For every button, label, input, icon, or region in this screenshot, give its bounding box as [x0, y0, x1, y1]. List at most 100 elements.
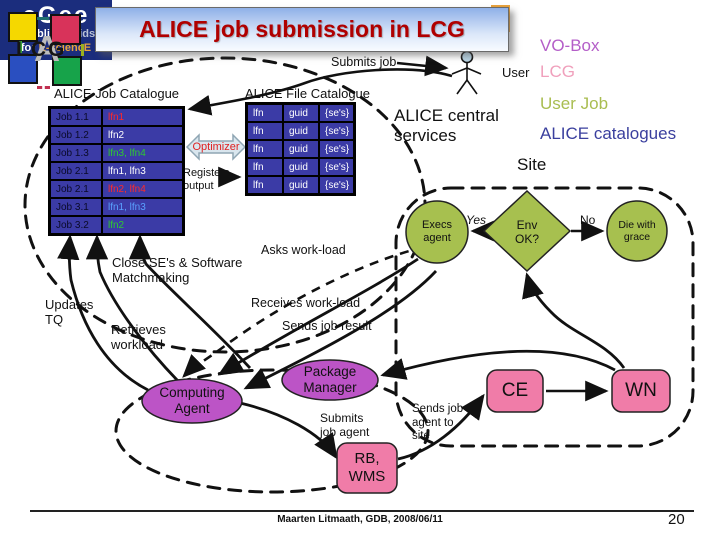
- rb-wms-box: [336, 442, 398, 494]
- ses-cell: {se's}: [319, 158, 354, 176]
- lfn-cell: lfn: [247, 104, 283, 122]
- computing-agent-label: Computing Agent: [159, 385, 225, 416]
- arrow-rb-to-ce: [397, 393, 485, 461]
- lcg-logo-accent-glyph: A: [34, 28, 60, 69]
- lcg-logo-yellow-square: [8, 12, 38, 42]
- ses-cell: {se's}: [319, 122, 354, 140]
- arrow-user-to-jobcatalogue: [187, 68, 453, 116]
- lcg-logo-green-square: [52, 56, 82, 86]
- footer-credit: Maarten Litmaath, GDB, 2008/06/11: [277, 514, 443, 525]
- optimizer-label: Optimizer: [192, 141, 240, 153]
- die-with-grace-label: Die with grace: [618, 218, 656, 243]
- egee-for-text: for: [20, 42, 39, 54]
- job-catalogue-title: ALICE Job Catalogue: [54, 86, 180, 101]
- guid-cell: guid: [283, 158, 319, 176]
- die-with-grace-circle: [606, 200, 668, 262]
- lfn-cell: lfn2: [102, 216, 183, 234]
- envok-diamond: [482, 189, 572, 273]
- rb-wms-label: RB, WMS: [348, 450, 386, 485]
- ses-cell: {se's}: [319, 104, 354, 122]
- table-row: Job 3.2 lfn2: [50, 216, 183, 234]
- legend-lcg: LCG: [540, 62, 575, 81]
- job-cell: Job 1.2: [50, 126, 102, 144]
- file-catalogue-table: lfn guid {se's} lfn guid {se's} lfn guid…: [245, 102, 356, 196]
- job-cell: Job 3.1: [50, 198, 102, 216]
- lfn-cell: lfn2, lfn4: [102, 180, 183, 198]
- guid-cell: guid: [283, 122, 319, 140]
- ce-label: CE: [501, 379, 529, 401]
- guid-cell: guid: [283, 104, 319, 122]
- job-cell: Job 1.3: [50, 144, 102, 162]
- file-catalogue-title: ALICE File Catalogue: [245, 86, 371, 101]
- table-row: lfn guid {se's}: [247, 104, 354, 122]
- arrow-asks-workload: [182, 245, 425, 378]
- lcg-logo-red-square: [50, 14, 81, 45]
- arrow-retrieves-workload: [85, 234, 180, 382]
- job-catalogue-table: Job 1.1 lfn1 Job 1.2 lfn2 Job 1.3 lfn3, …: [48, 106, 185, 236]
- lfn-cell: lfn2: [102, 126, 183, 144]
- execs-agent-label: Execs agent: [422, 219, 452, 244]
- table-row: Job 2.1 lfn1, lfn3: [50, 162, 183, 180]
- arrow-wn-to-envok: [522, 272, 626, 369]
- arrow-submits-job: [396, 55, 449, 77]
- submits-job-label: Submits job: [331, 55, 397, 69]
- vobox-boundary: [114, 368, 430, 494]
- lfn-cell: lfn1: [102, 108, 183, 126]
- ses-cell: {se's}: [319, 140, 354, 158]
- footer-divider: [30, 510, 694, 512]
- lfn-cell: lfn3, lfn4: [102, 144, 183, 162]
- legend-user-job: User Job: [540, 94, 609, 113]
- arrow-sends-job-result: [243, 270, 438, 390]
- arrow-wn-to-packagemanager: [380, 349, 616, 380]
- job-cell: Job 1.1: [50, 108, 102, 126]
- computing-agent-ellipse: [141, 378, 243, 424]
- envok-label: Env OK?: [514, 217, 539, 246]
- table-row: lfn guid {se's}: [247, 176, 354, 194]
- lfn-cell: lfn1, lfn3: [102, 162, 183, 180]
- registers-output-label: Registers output: [183, 167, 230, 192]
- arrow-receives-workload: [217, 257, 419, 376]
- lcg-logo-dash-top: [37, 17, 49, 20]
- job-cell: Job 2.1: [50, 180, 102, 198]
- title-bar: ALICE job submission in LCG: [95, 7, 509, 52]
- table-row: Job 2.1 lfn2, lfn4: [50, 180, 183, 198]
- job-cell: Job 2.1: [50, 162, 102, 180]
- table-row: lfn guid {se's}: [247, 140, 354, 158]
- user-figure: [451, 50, 482, 95]
- wn-box: [611, 369, 671, 413]
- egee-logo-line2: for E-sciencE: [21, 42, 91, 56]
- guid-cell: guid: [283, 176, 319, 194]
- lcg-logo-dash-left: [19, 41, 22, 53]
- site-boundary: [394, 186, 695, 448]
- wn-label: WN: [625, 379, 657, 401]
- sends-job-result-label: Sends job result: [282, 319, 372, 333]
- site-label: Site: [517, 155, 547, 174]
- lcg-logo-dash-bottom: [37, 86, 50, 89]
- package-manager-ellipse: [281, 359, 379, 401]
- receives-workload-label: Receives work-load: [251, 296, 361, 310]
- page-title: ALICE job submission in LCG: [139, 16, 465, 42]
- central-services-label: ALICE central services: [394, 106, 499, 146]
- egee-escience-text: E-sciencE: [38, 42, 92, 54]
- lfn-cell: lfn1, lfn3: [102, 198, 183, 216]
- lcg-logo: A LCG: [4, 4, 96, 98]
- table-row: Job 1.2 lfn2: [50, 126, 183, 144]
- lfn-cell: lfn: [247, 158, 283, 176]
- lfn-cell: lfn: [247, 176, 283, 194]
- user-label: User: [502, 65, 530, 80]
- table-row: lfn guid {se's}: [247, 158, 354, 176]
- table-row: lfn guid {se's}: [247, 122, 354, 140]
- ses-cell: {se's}: [319, 176, 354, 194]
- page-number: 20: [668, 511, 685, 528]
- lcg-logo-dash-right: [81, 44, 84, 56]
- package-manager-label: Package Manager: [303, 364, 357, 395]
- lfn-cell: lfn: [247, 140, 283, 158]
- legend-alice-catalogues: ALICE catalogues: [540, 124, 677, 143]
- arrow-updates-tq-2: [128, 234, 252, 369]
- lcg-logo-blue-square: [8, 54, 38, 84]
- legend-vo-box: VO-Box: [540, 36, 600, 55]
- arrow-ca-to-rb: [239, 401, 338, 460]
- guid-cell: guid: [283, 140, 319, 158]
